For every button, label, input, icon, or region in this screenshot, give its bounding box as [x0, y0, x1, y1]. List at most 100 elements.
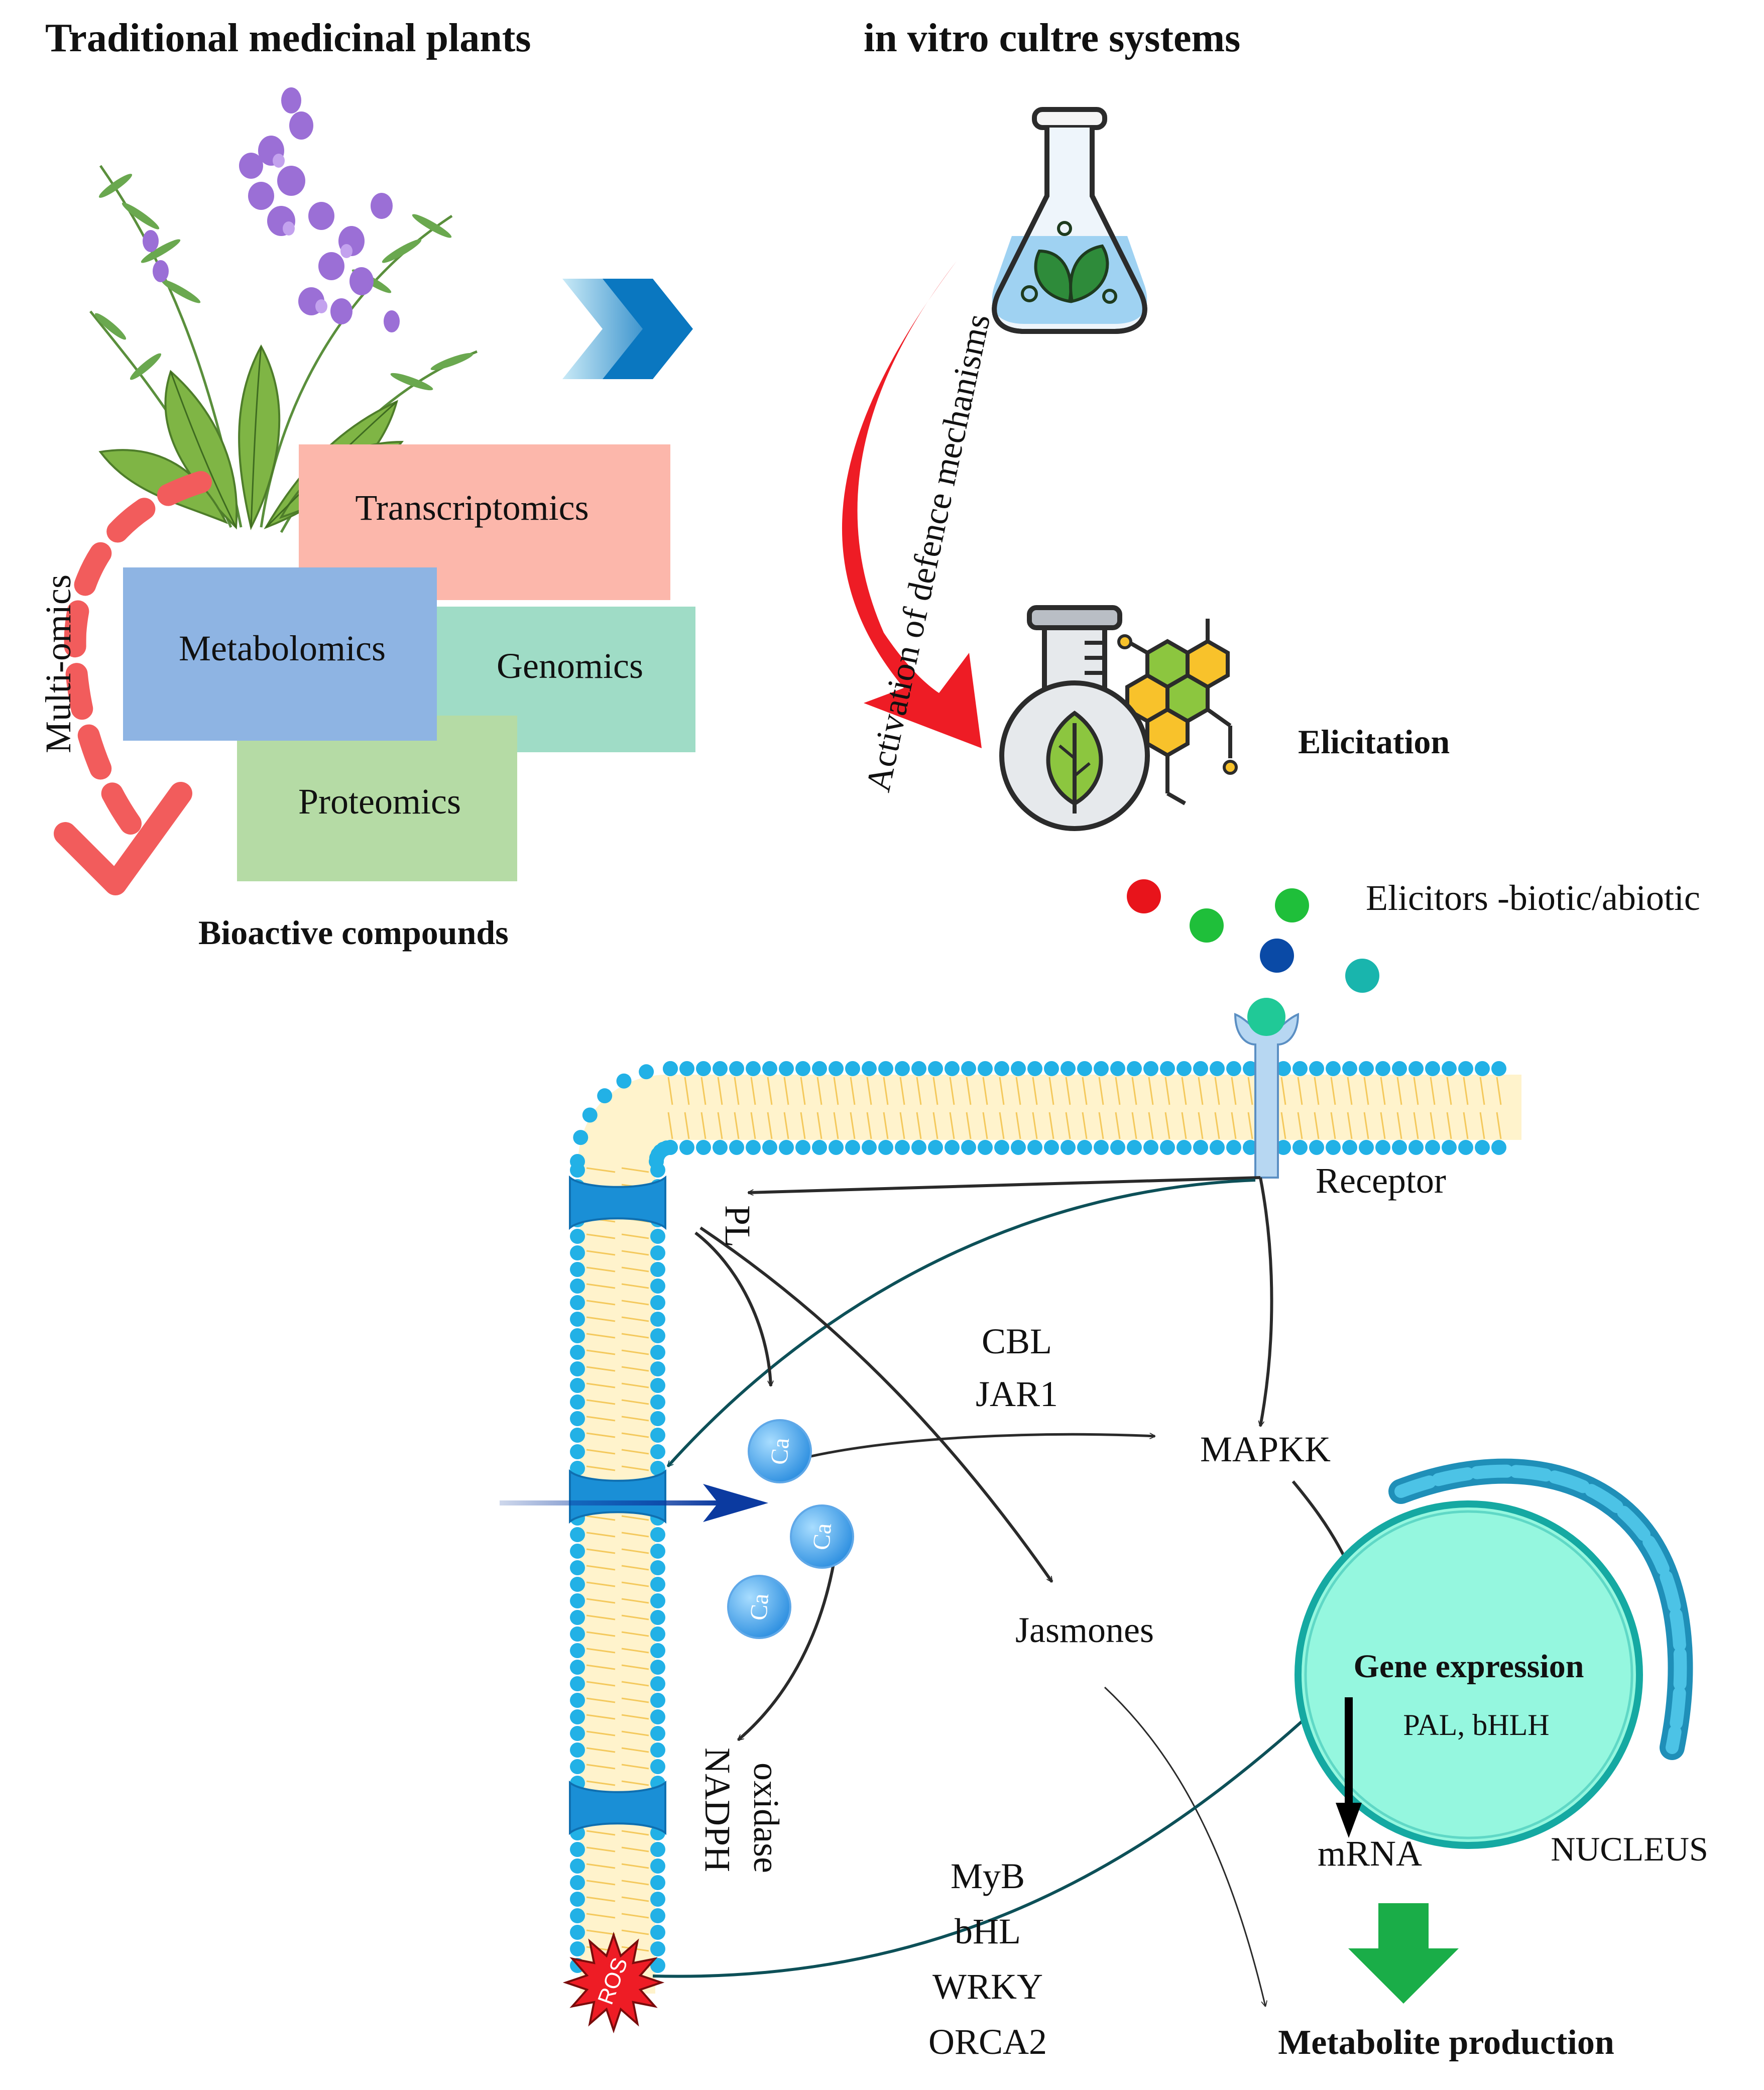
lipid-head	[1326, 1140, 1341, 1155]
lipid-head	[570, 1444, 585, 1459]
omics-panel: Transcriptomics Genomics Proteomics Meta…	[123, 444, 695, 881]
lipid-head	[1160, 1061, 1175, 1076]
lipid-head	[1491, 1140, 1506, 1155]
lipid-head	[1226, 1061, 1241, 1076]
lipid-head	[570, 1842, 585, 1857]
lipid-head	[911, 1061, 926, 1076]
lipid-head	[1392, 1140, 1407, 1155]
lipid-head	[650, 1577, 665, 1592]
proteomics-label: Proteomics	[298, 781, 461, 822]
calcium-label: Ca	[745, 1592, 774, 1621]
lipid-head	[570, 1908, 585, 1923]
lipid-head	[570, 1527, 585, 1542]
lipid-head	[570, 1229, 585, 1244]
calcium-ions: Ca Ca Ca	[727, 1419, 854, 1639]
lipid-head	[570, 1262, 585, 1277]
lipid-head	[945, 1140, 960, 1155]
lipid-head	[1061, 1061, 1076, 1076]
lipid-head	[1110, 1061, 1125, 1076]
heading-in-vitro: in vitro cultre systems	[864, 16, 1240, 60]
lipid-head	[1375, 1061, 1390, 1076]
pl-label: PL	[718, 1205, 758, 1247]
lipid-head	[570, 1544, 585, 1559]
lipid-head	[1392, 1061, 1407, 1076]
mrna-label: mRNA	[1318, 1833, 1422, 1874]
lipid-head	[570, 1461, 585, 1476]
culture-flask-icon	[992, 107, 1147, 334]
elicitor-dot-blue	[1260, 939, 1294, 973]
lipid-head	[650, 1660, 665, 1675]
lipid-head	[570, 1610, 585, 1625]
lipid-head	[650, 1693, 665, 1708]
lipid-head	[570, 1875, 585, 1890]
oxidase-label: oxidase	[746, 1763, 786, 1873]
lipid-head	[928, 1140, 943, 1155]
lipid-head	[762, 1140, 777, 1155]
lipid-head	[679, 1061, 694, 1076]
lipid-head	[650, 1229, 665, 1244]
signaling-arrows	[652, 1176, 1376, 2006]
calcium-label: Ca	[766, 1437, 794, 1466]
lipid-head	[911, 1140, 926, 1155]
lipid-head	[829, 1140, 844, 1155]
membrane-channel	[569, 1780, 666, 1835]
elicitors-label: Elicitors -biotic/abiotic	[1366, 878, 1700, 918]
lipid-head	[650, 1842, 665, 1857]
lipid-head	[650, 1941, 665, 1956]
lipid-head	[696, 1061, 711, 1076]
heading-traditional-plants: Traditional medicinal plants	[45, 16, 531, 60]
elicitation-icon	[999, 605, 1238, 831]
lipid-head	[570, 1312, 585, 1327]
lipid-head	[1243, 1061, 1258, 1076]
lipid-head	[1491, 1061, 1506, 1076]
lipid-head	[650, 1593, 665, 1608]
activation-arrow	[842, 261, 982, 748]
lipid-head	[1110, 1140, 1125, 1155]
lipid-head	[650, 1610, 665, 1625]
nucleus-body	[1295, 1500, 1643, 1849]
lipid-head	[573, 1130, 589, 1145]
lipid-head	[895, 1061, 910, 1076]
lipid-head	[1011, 1140, 1026, 1155]
lipid-head	[1442, 1140, 1457, 1155]
arrow-receptor-to-pl	[748, 1176, 1261, 1193]
lipid-head	[570, 1395, 585, 1410]
lipid-head	[570, 1759, 585, 1774]
lipid-head	[650, 1676, 665, 1691]
lipid-head	[1027, 1140, 1042, 1155]
lipid-head	[650, 1859, 665, 1874]
lipid-head	[1475, 1140, 1490, 1155]
lipid-head	[650, 1892, 665, 1907]
tf-bhl: bHL	[955, 1911, 1021, 1951]
membrane-channel	[569, 1175, 666, 1230]
arrow-receptor-to-mapkk	[1260, 1177, 1273, 1426]
mapkk-label: MAPKK	[1200, 1429, 1331, 1469]
receptor-icon	[1234, 998, 1300, 1179]
lipid-head	[570, 1378, 585, 1393]
jasmones-label: Jasmones	[1015, 1610, 1154, 1650]
lipid-head	[570, 1345, 585, 1360]
lipid-head	[650, 1428, 665, 1443]
lipid-head	[570, 1245, 585, 1260]
lipid-head	[1143, 1140, 1158, 1155]
transcription-arrow	[1336, 1697, 1362, 1838]
multi-omics-label: Multi-omics	[38, 574, 78, 753]
lipid-head	[650, 1759, 665, 1774]
lipid-head	[1127, 1061, 1142, 1076]
metabolite-production-label: Metabolite production	[1278, 2023, 1614, 2062]
lipid-head	[650, 1908, 665, 1923]
tf-orca2: ORCA2	[928, 2022, 1047, 2062]
lipid-head	[713, 1061, 728, 1076]
lipid-head	[679, 1140, 694, 1155]
lipid-head	[650, 1709, 665, 1724]
lipid-head	[1309, 1061, 1324, 1076]
arrow-ros-to-nucleus	[652, 1698, 1326, 1978]
lipid-head	[570, 1163, 585, 1178]
lipid-head	[570, 1627, 585, 1642]
lipid-head	[650, 1279, 665, 1294]
lipid-head	[650, 1643, 665, 1658]
lipid-head	[650, 1875, 665, 1890]
tf-myb: MyB	[951, 1856, 1025, 1896]
lipid-head	[994, 1061, 1009, 1076]
lipid-head	[845, 1061, 860, 1076]
